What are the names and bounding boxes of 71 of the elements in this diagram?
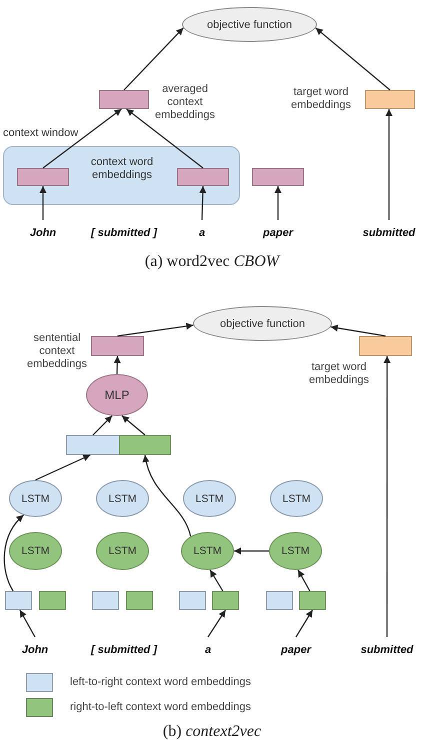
input-word: submitted xyxy=(360,643,414,657)
lstm-ellipse: LSTM xyxy=(9,532,62,570)
lstm-ellipse: LSTM xyxy=(270,480,323,517)
embedding-block xyxy=(359,336,412,356)
legend-text: right-to-left context word embeddings xyxy=(70,700,251,714)
input-word: paper xyxy=(281,643,311,657)
arrow xyxy=(117,322,194,337)
input-word: John xyxy=(22,643,48,657)
arrow xyxy=(4,514,24,592)
embedding-block xyxy=(119,435,171,455)
objective-ellipse: objective function xyxy=(193,306,332,341)
input-word: paper xyxy=(263,226,293,240)
arrow xyxy=(124,27,184,90)
embedding-square xyxy=(266,591,293,610)
arrow xyxy=(19,610,36,638)
arrow xyxy=(126,108,204,168)
arrow xyxy=(234,548,269,554)
arrow xyxy=(274,186,282,220)
arrow xyxy=(298,570,310,592)
block-caption: averaged context embeddings xyxy=(154,83,216,122)
embedding-block xyxy=(365,90,415,109)
arrow xyxy=(330,324,386,337)
arrow xyxy=(92,415,113,436)
input-word: submitted xyxy=(362,226,416,240)
lstm-ellipse: LSTM xyxy=(183,480,236,517)
arrow xyxy=(208,610,226,638)
embedding-block xyxy=(17,168,69,186)
arrow xyxy=(386,109,392,220)
block-caption: sentential context embeddings xyxy=(26,332,88,371)
figure-caption: (a) word2vec CBOW xyxy=(144,253,280,271)
embedding-square xyxy=(39,591,66,610)
arrow xyxy=(210,570,224,592)
arrow xyxy=(42,108,122,168)
embedding-square xyxy=(212,591,239,610)
embedding-block xyxy=(99,90,149,109)
embedding-square xyxy=(126,591,153,610)
figure-caption: (b) context2vec xyxy=(162,723,262,741)
arrow xyxy=(384,356,391,637)
block-caption: target word embeddings xyxy=(308,361,370,387)
masked-word: [ submitted ] xyxy=(90,643,158,657)
objective-ellipse: objective function xyxy=(182,7,317,42)
arrow xyxy=(122,415,146,436)
legend-text: left-to-right context word embeddings xyxy=(70,675,251,689)
arrow xyxy=(142,454,192,536)
arrow xyxy=(315,27,390,90)
embedding-square xyxy=(92,591,119,610)
embedding-square xyxy=(5,591,32,610)
block-caption: target word embeddings xyxy=(290,86,352,112)
embedding-block xyxy=(177,168,229,186)
arrow xyxy=(114,356,121,374)
arrow xyxy=(295,610,314,638)
embedding-square xyxy=(179,591,206,610)
arrow xyxy=(40,186,46,220)
input-word: a xyxy=(198,226,206,240)
arrow xyxy=(199,186,206,220)
input-word: a xyxy=(204,643,212,657)
panel-text: context word embeddings xyxy=(90,156,154,182)
panel-heading: context window xyxy=(3,127,78,140)
lstm-ellipse: LSTM xyxy=(96,532,149,570)
embedding-block xyxy=(252,168,304,186)
arrow xyxy=(35,454,91,481)
embedding-square xyxy=(299,591,326,610)
lstm-ellipse: LSTM xyxy=(9,480,62,517)
input-word: John xyxy=(30,226,56,240)
lstm-ellipse: LSTM xyxy=(269,532,322,570)
embedding-block xyxy=(66,435,120,455)
mlp-ellipse: MLP xyxy=(86,374,148,416)
masked-word: [ submitted ] xyxy=(90,226,158,240)
lstm-ellipse: LSTM xyxy=(181,532,234,570)
lstm-ellipse: LSTM xyxy=(96,480,149,517)
embedding-block xyxy=(91,336,144,356)
